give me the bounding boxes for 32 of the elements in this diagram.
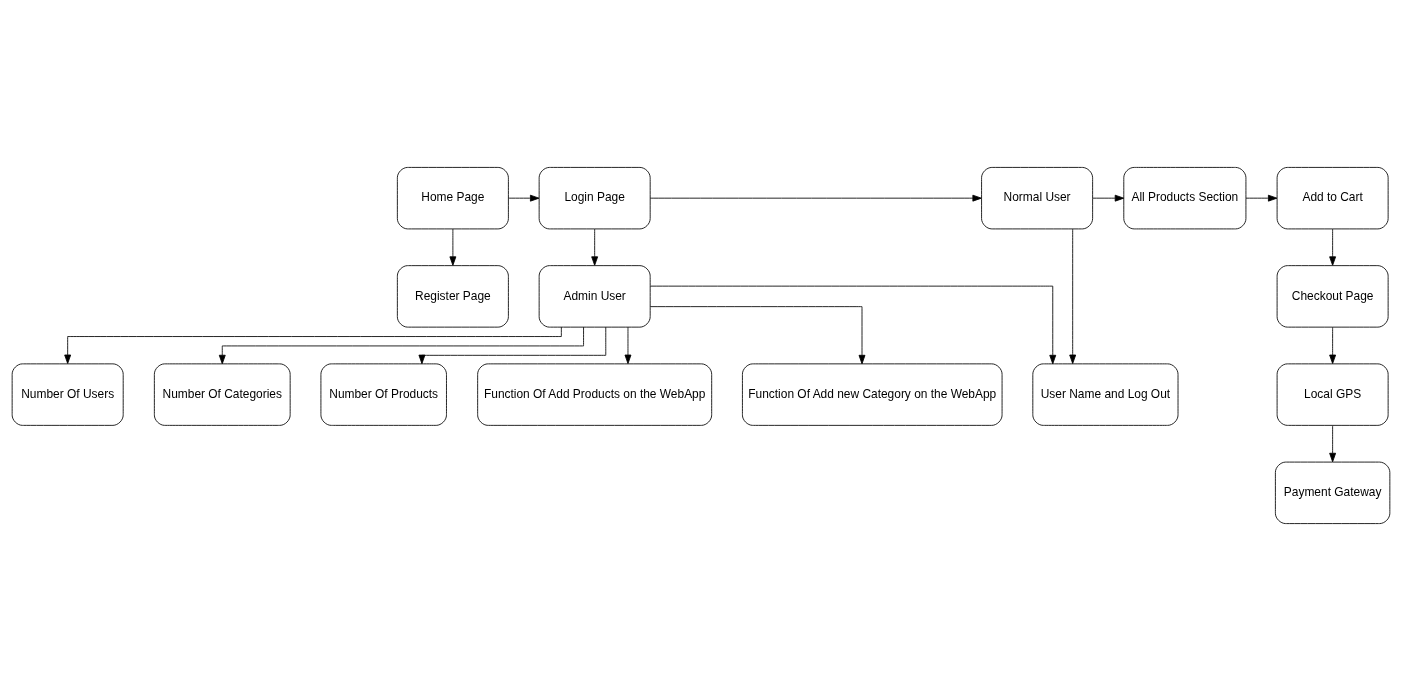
node-box: Payment Gateway (1274, 461, 1391, 524)
arrow (649, 194, 982, 202)
node-box: Add to Cart (1276, 167, 1389, 230)
node-box: Number Of Products (320, 363, 447, 426)
node-box: Normal User (981, 167, 1094, 230)
node-box: Function Of Add Products on the WebApp (477, 363, 713, 426)
node-box: Register Page (396, 265, 509, 328)
node-box: Number Of Categories (153, 363, 291, 426)
node-box: Number Of Users (11, 363, 124, 426)
arrow (449, 228, 457, 266)
arrow (64, 326, 562, 364)
arrow (1329, 425, 1337, 463)
arrow (1092, 194, 1125, 202)
arrow (1329, 326, 1337, 364)
arrow (649, 306, 866, 365)
arrow (591, 228, 599, 266)
arrow (1329, 228, 1337, 266)
node-box: Admin User (538, 265, 651, 328)
arrow (624, 326, 632, 364)
arrow (649, 285, 1057, 365)
node-box: Local GPS (1276, 363, 1389, 426)
node-box: User Name and Log Out (1032, 363, 1179, 426)
arrow (508, 194, 540, 202)
node-box: Login Page (538, 167, 651, 230)
arrow (218, 326, 584, 365)
arrow (1069, 228, 1077, 364)
arrow (1245, 194, 1278, 202)
node-box: All Products Section (1123, 167, 1247, 230)
node-box: Checkout Page (1276, 265, 1389, 328)
arrow (418, 326, 607, 365)
node-box: Home Page (396, 167, 509, 230)
node-box: Function Of Add new Category on the WebApp (742, 363, 1003, 426)
